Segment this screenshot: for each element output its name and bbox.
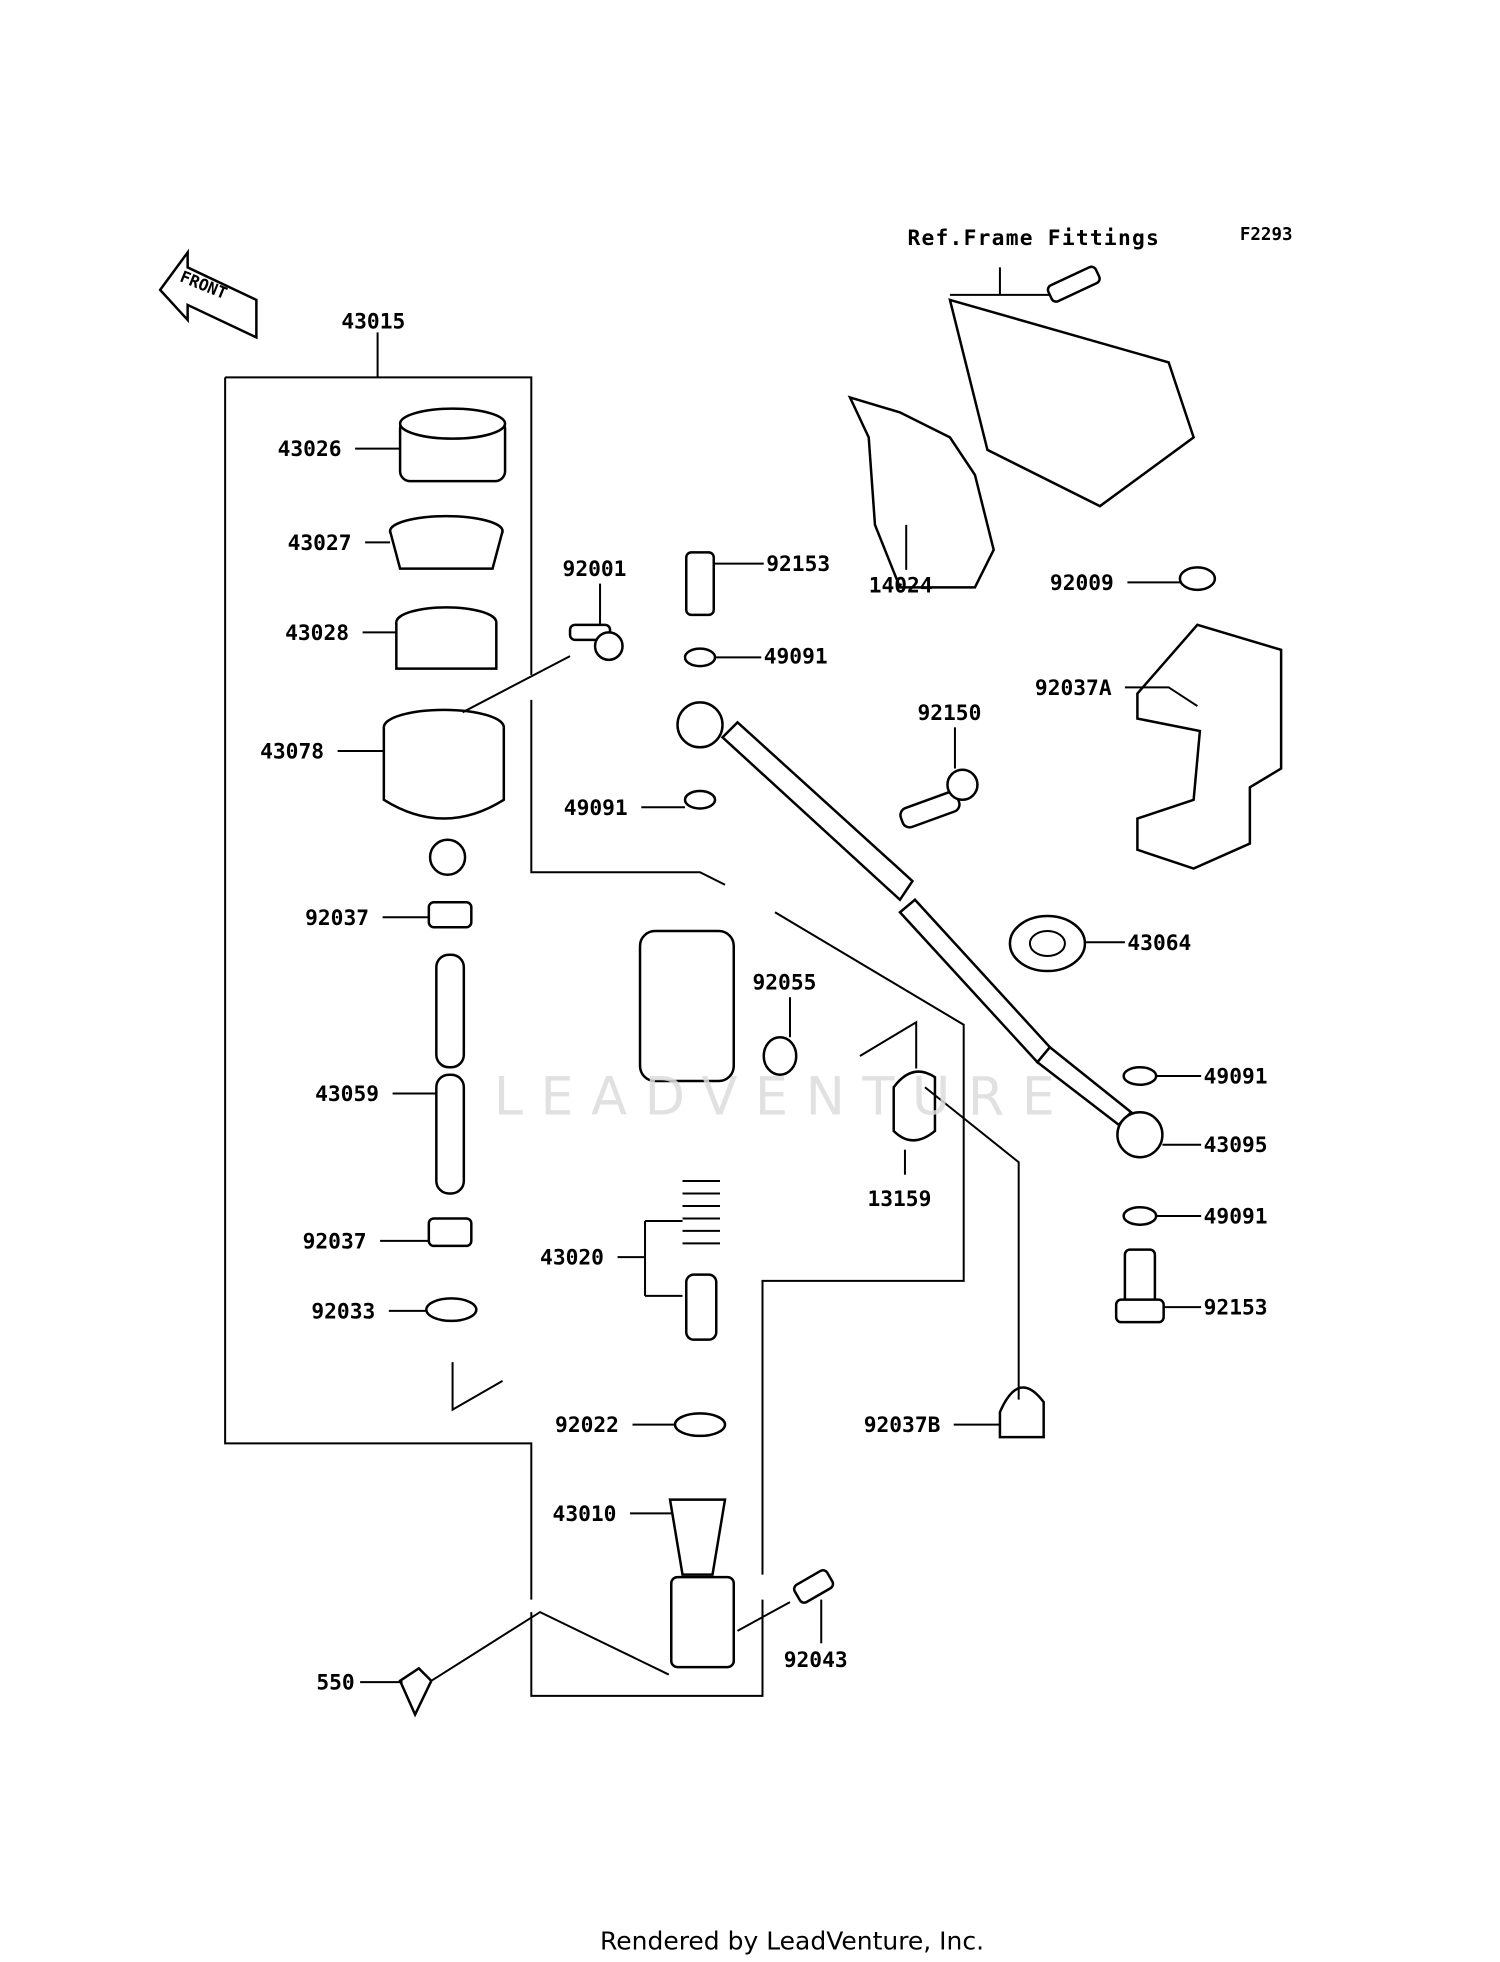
svg-text:92153: 92153 xyxy=(766,552,830,577)
part-label[interactable]: 43020 xyxy=(540,1246,646,1271)
part-label[interactable]: 92037A xyxy=(1035,676,1198,707)
svg-text:92055: 92055 xyxy=(752,971,816,996)
part-label[interactable]: 92037 xyxy=(303,1229,429,1254)
part-label[interactable]: 43010 xyxy=(553,1502,673,1527)
part-label[interactable]: 92153 xyxy=(1163,1296,1268,1321)
part-label[interactable]: 92043 xyxy=(784,1599,848,1673)
part-label[interactable]: 43059 xyxy=(315,1082,437,1107)
part-label[interactable]: 92022 xyxy=(555,1413,676,1438)
svg-text:92150: 92150 xyxy=(917,701,981,726)
svg-text:92037B: 92037B xyxy=(864,1413,941,1438)
svg-text:43064: 43064 xyxy=(1127,931,1191,956)
svg-text:43010: 43010 xyxy=(553,1502,617,1527)
front-arrow-icon: FRONT xyxy=(158,248,258,340)
svg-text:92037: 92037 xyxy=(303,1229,367,1254)
footer-credit: Rendered by LeadVenture, Inc. xyxy=(600,1927,984,1956)
svg-text:43059: 43059 xyxy=(315,1082,379,1107)
svg-text:92037A: 92037A xyxy=(1035,676,1112,701)
part-shapes xyxy=(382,265,1283,1718)
part-label[interactable]: 43026 xyxy=(278,437,401,462)
svg-text:92033: 92033 xyxy=(311,1299,375,1324)
svg-text:49091: 49091 xyxy=(1204,1204,1268,1229)
part-labels: 43015 43026 43027 43028 43078 92037 4305… xyxy=(260,310,1267,1696)
part-label[interactable]: 43078 xyxy=(260,740,384,765)
assembly-brackets xyxy=(224,267,1050,1697)
part-label[interactable]: 92037B xyxy=(864,1413,1000,1438)
part-label[interactable]: 43027 xyxy=(288,531,391,556)
svg-text:43078: 43078 xyxy=(260,740,324,765)
svg-text:92037: 92037 xyxy=(305,906,369,931)
svg-text:14024: 14024 xyxy=(869,573,933,598)
part-label[interactable]: 43095 xyxy=(1162,1133,1268,1158)
part-label[interactable]: 43015 xyxy=(341,310,405,335)
svg-text:49091: 49091 xyxy=(764,645,828,670)
svg-text:43095: 43095 xyxy=(1204,1133,1268,1158)
part-label[interactable]: 92150 xyxy=(917,701,981,769)
svg-text:43020: 43020 xyxy=(540,1246,604,1271)
svg-text:43028: 43028 xyxy=(285,621,349,646)
part-label[interactable]: 43064 xyxy=(1084,931,1191,956)
svg-text:92001: 92001 xyxy=(563,557,627,582)
part-label[interactable]: 49091 xyxy=(1156,1064,1268,1089)
svg-text:92043: 92043 xyxy=(784,1648,848,1673)
part-label[interactable]: 92037 xyxy=(305,906,429,931)
part-label[interactable]: 550 xyxy=(316,1671,403,1696)
part-label[interactable]: 92001 xyxy=(462,557,627,714)
svg-text:92009: 92009 xyxy=(1050,571,1114,596)
part-label[interactable]: 49091 xyxy=(564,796,686,821)
part-label[interactable]: 92009 xyxy=(1050,571,1180,596)
reference-note: Ref.Frame Fittings xyxy=(907,226,1160,251)
part-label[interactable]: 43028 xyxy=(285,621,397,646)
part-label[interactable]: 92055 xyxy=(752,971,816,1038)
part-label[interactable]: 49091 xyxy=(715,645,828,670)
part-label[interactable]: 14024 xyxy=(869,524,933,598)
svg-text:92153: 92153 xyxy=(1204,1296,1268,1321)
part-label[interactable]: 92033 xyxy=(311,1299,427,1324)
svg-text:49091: 49091 xyxy=(564,796,628,821)
svg-text:550: 550 xyxy=(316,1671,354,1696)
part-label[interactable]: 13159 xyxy=(867,1149,931,1212)
watermark: LEADVENTURE xyxy=(494,1067,1073,1128)
svg-text:13159: 13159 xyxy=(867,1187,931,1212)
svg-text:43015: 43015 xyxy=(341,310,405,335)
figure-code: F2293 xyxy=(1240,225,1293,245)
svg-text:49091: 49091 xyxy=(1204,1064,1268,1089)
svg-text:43027: 43027 xyxy=(288,531,352,556)
part-label[interactable]: 92153 xyxy=(713,552,830,577)
part-label[interactable]: 49091 xyxy=(1156,1204,1268,1229)
svg-text:43026: 43026 xyxy=(278,437,342,462)
svg-text:92022: 92022 xyxy=(555,1413,619,1438)
